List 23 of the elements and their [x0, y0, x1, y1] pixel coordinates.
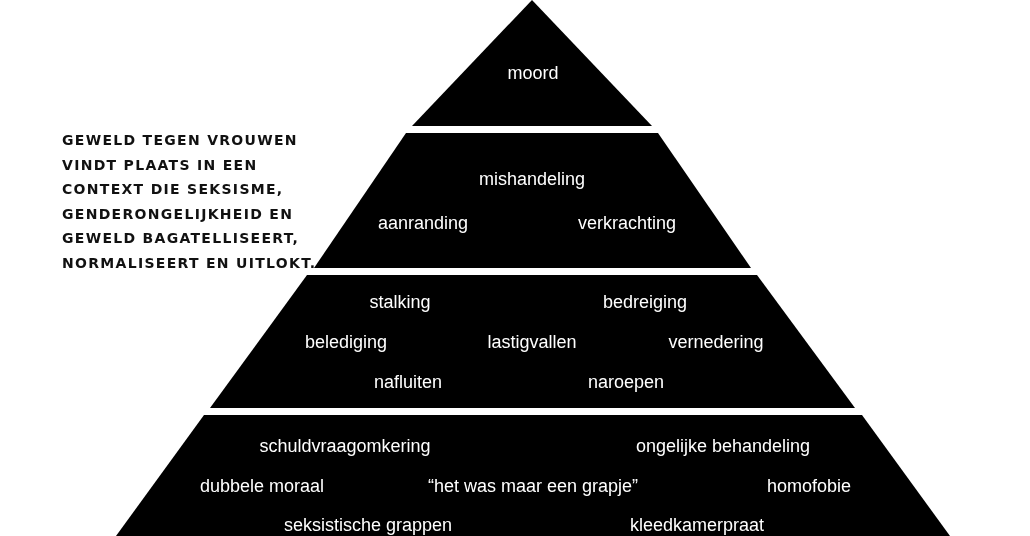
pyramid-tier	[210, 275, 855, 408]
pyramid-tier	[314, 133, 751, 268]
tier-label: bedreiging	[602, 291, 688, 313]
tier-label: kleedkamerpraat	[629, 514, 765, 536]
tier-label: nafluiten	[373, 371, 443, 393]
tier-label: moord	[507, 62, 559, 84]
tier-label: aanranding	[377, 212, 469, 234]
tier-label: schuldvraagomkering	[259, 435, 431, 457]
tier-label: naroepen	[587, 371, 665, 393]
tier-label: ongelijke behandeling	[635, 435, 811, 457]
pyramid-tier	[116, 415, 950, 536]
tier-label: homofobie	[766, 475, 852, 497]
tier-label: “het was maar een grapje”	[427, 475, 639, 497]
tier-label: dubbele moraal	[199, 475, 325, 497]
pyramid-tier	[412, 0, 652, 126]
tier-label: verkrachting	[578, 212, 676, 234]
tier-label: lastigvallen	[487, 331, 577, 353]
tier-label: belediging	[304, 331, 388, 353]
tier-label: seksistische grappen	[283, 514, 453, 536]
context-note: GEWELD TEGEN VROUWEN VINDT PLAATS IN EEN CONTEXT DIE SEKSISME, GENDERONGELIJKHEID EN GEWELD BAGATELLISEERT, NORMALISEERT EN UITLOKT.	[62, 131, 318, 273]
tier-label: stalking	[369, 291, 431, 313]
tier-label: vernedering	[668, 331, 764, 353]
tier-label: mishandeling	[478, 168, 586, 190]
